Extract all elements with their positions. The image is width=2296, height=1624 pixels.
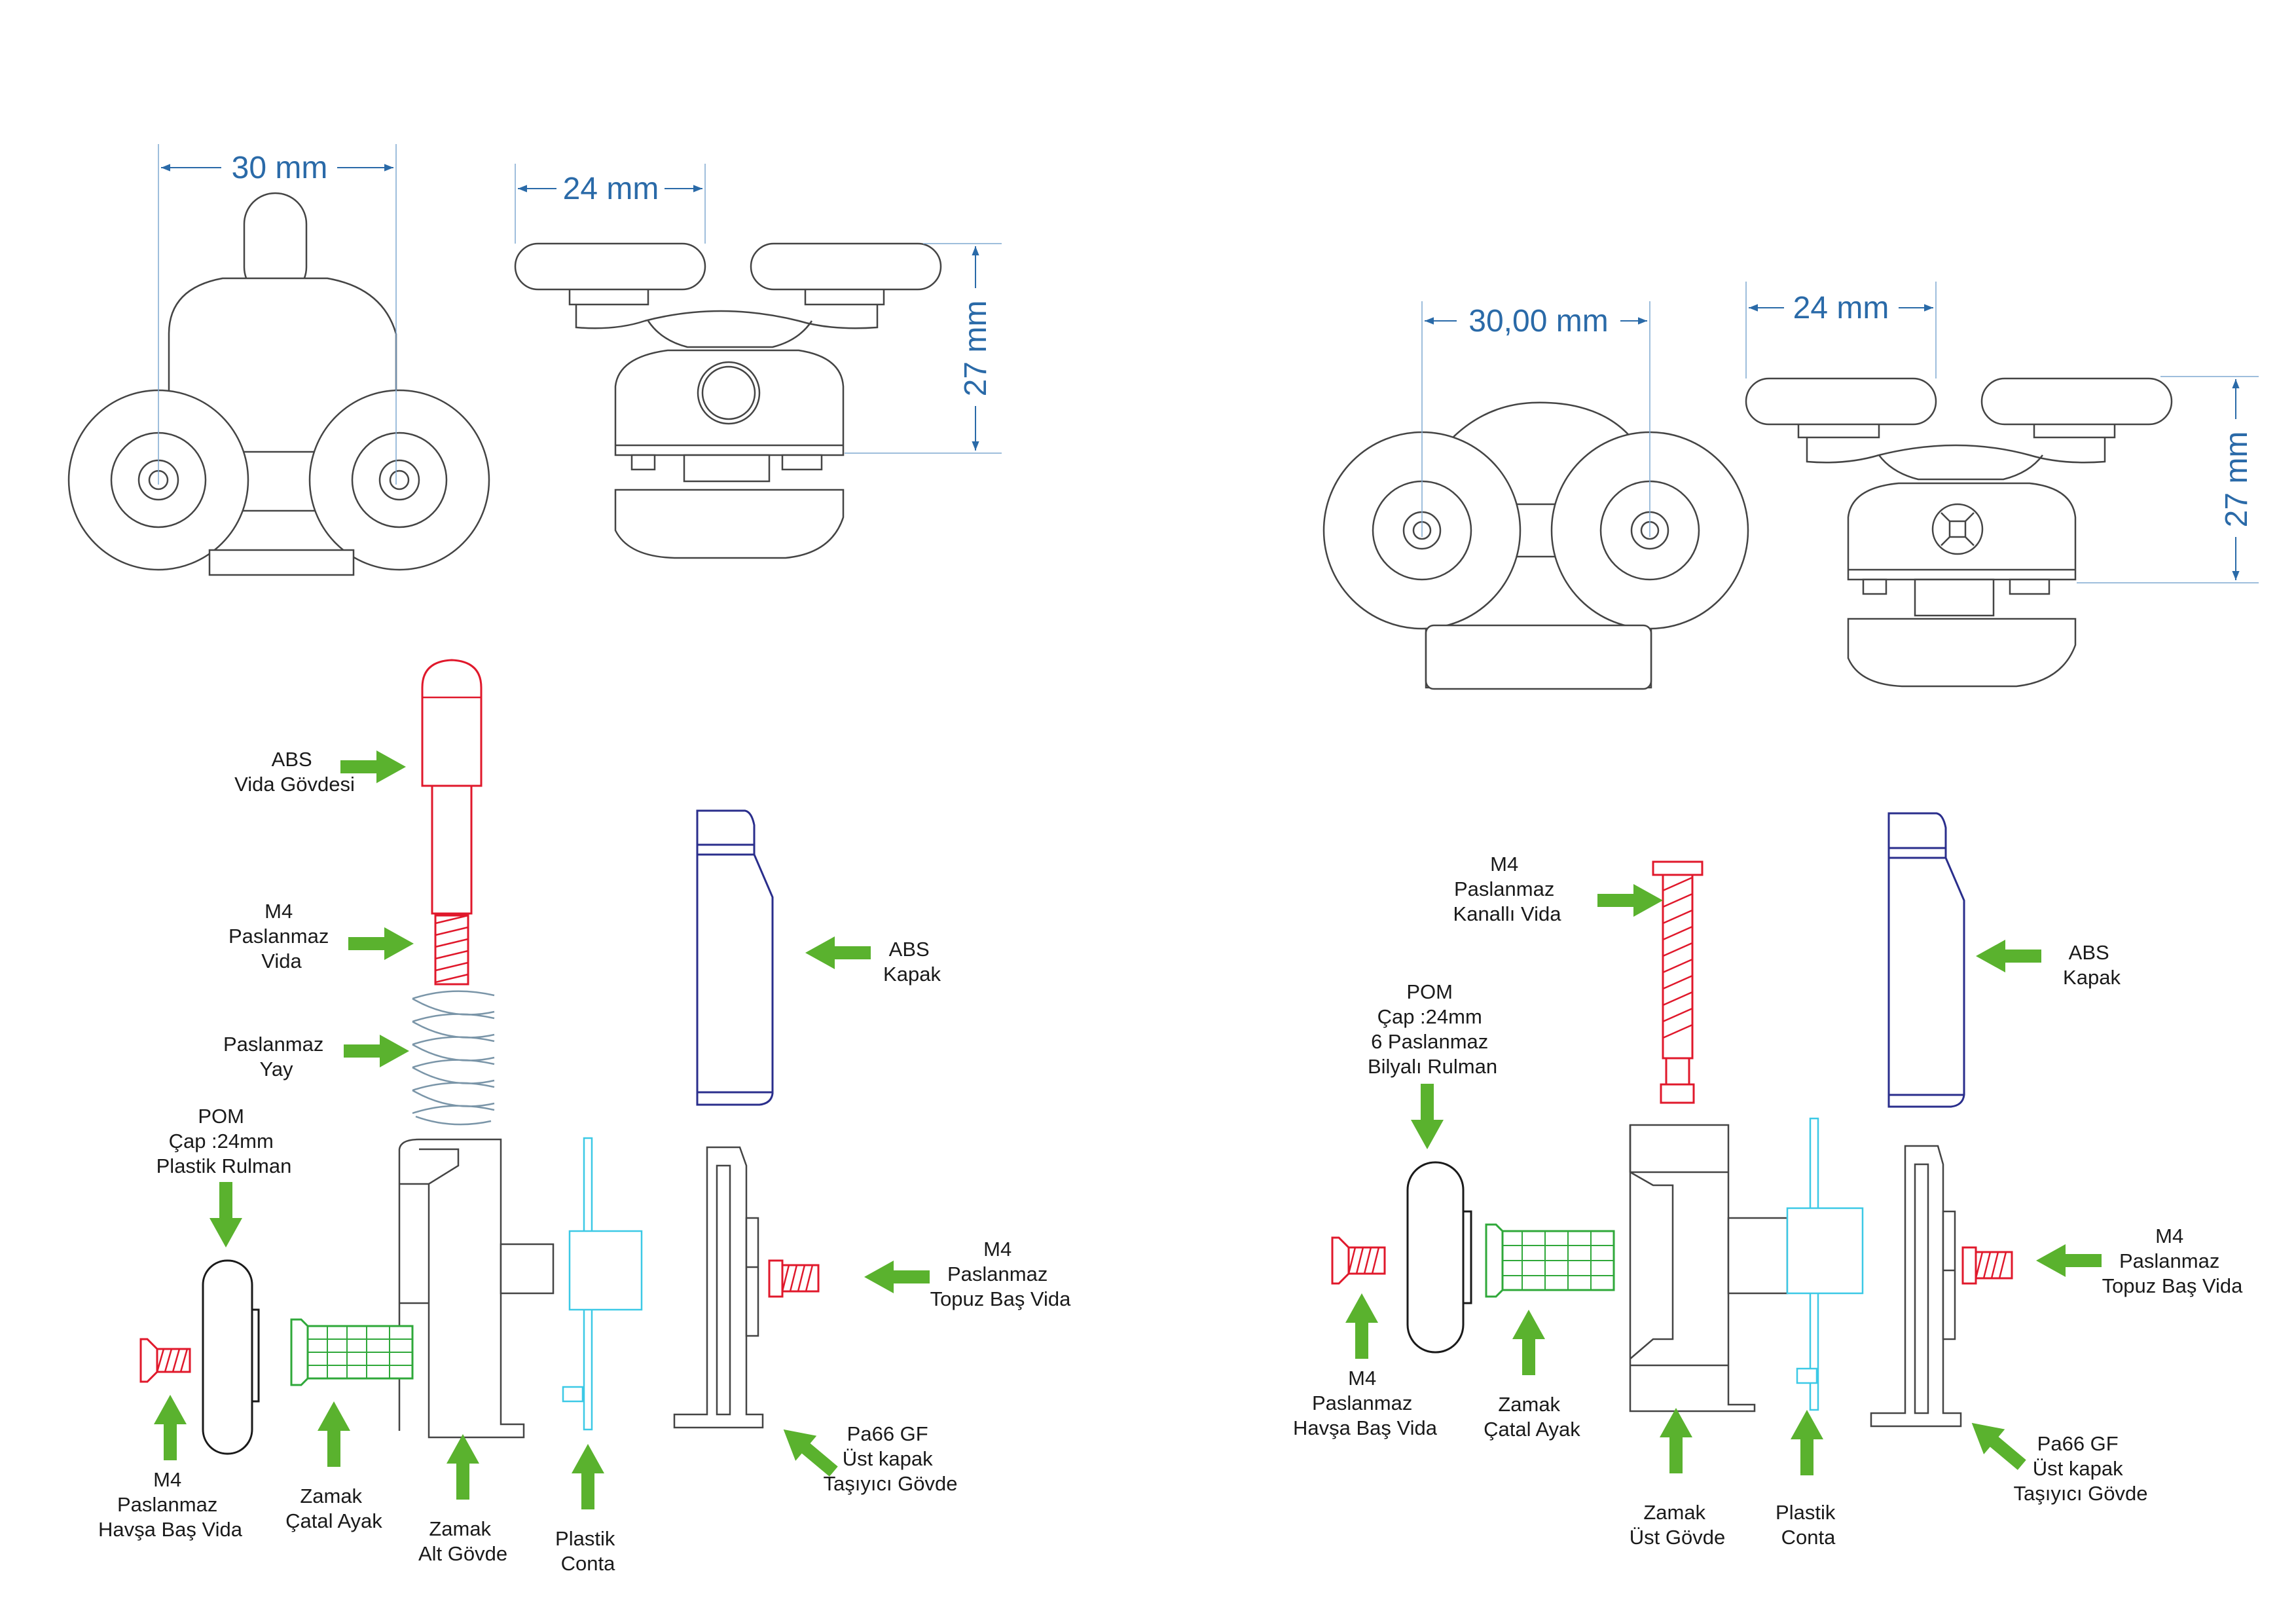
right-m4-slotted-screw <box>1652 860 1704 1104</box>
right-m4-countersunk-screw <box>1331 1236 1386 1285</box>
arrow-up-icon <box>154 1395 187 1460</box>
label-zamak-lower-body: Zamak Alt Gövde <box>418 1517 507 1565</box>
arrow-right-icon <box>348 927 414 960</box>
left-zamak-fork-foot <box>290 1318 414 1386</box>
arrow-up-icon <box>318 1401 350 1467</box>
arrow-down-icon <box>1411 1084 1444 1149</box>
left-width-dimension-text: 30 mm <box>232 151 328 185</box>
label-m4-slotted-screw: M4 Paslanmaz Kanallı Vida <box>1453 853 1562 925</box>
arrow-up-icon <box>446 1434 479 1500</box>
right-zamak-upper-body <box>1629 1124 1789 1412</box>
label-m4-knob-screw: M4 Paslanmaz Topuz Baş Vida <box>930 1238 1072 1310</box>
right-plastic-gasket <box>1786 1117 1864 1411</box>
left-front-view <box>67 192 490 576</box>
right-wheel-dimension-text: 24 mm <box>1793 291 1889 325</box>
arrow-up-icon <box>1345 1293 1378 1359</box>
left-width-dimension: 30 mm <box>158 144 397 485</box>
label-zamak-fork-foot: Zamak Çatal Ayak <box>1484 1393 1580 1441</box>
label-abs-cap: ABS Kapak <box>2063 941 2121 989</box>
right-labels: M4 Paslanmaz Kanallı Vida POM Çap :24mm … <box>1293 853 2243 1549</box>
right-abs-cap <box>1887 812 1965 1108</box>
label-abs-cap: ABS Kapak <box>883 938 941 986</box>
arrow-right-icon <box>1597 884 1663 917</box>
arrow-down-icon <box>210 1182 242 1247</box>
label-zamak-fork-foot: Zamak Çatal Ayak <box>285 1485 382 1532</box>
label-m4-countersunk-screw: M4 Paslanmaz Havşa Baş Vida <box>98 1468 243 1541</box>
left-m4-knob-screw <box>768 1259 820 1298</box>
right-side-dimensions: 24 mm 27 mm <box>1745 282 2259 583</box>
arrow-up-icon <box>1660 1408 1692 1473</box>
label-m4-knob-screw: M4 Paslanmaz Topuz Baş Vida <box>2102 1225 2244 1297</box>
right-m4-knob-screw <box>1961 1246 2013 1285</box>
label-plastic-gasket: Plastik Conta <box>1776 1501 1841 1549</box>
arrow-up-left-icon <box>1961 1410 2033 1478</box>
left-plastic-gasket <box>562 1137 643 1431</box>
right-pom-ball-bearing <box>1406 1161 1472 1354</box>
left-abs-cap <box>696 809 774 1106</box>
left-pa66-carrier <box>673 1146 764 1429</box>
label-abs-screw-body: ABS Vida Gövdesi <box>234 748 355 796</box>
label-m4-countersunk-screw: M4 Paslanmaz Havşa Baş Vida <box>1293 1367 1438 1439</box>
right-front-view <box>1322 401 1749 690</box>
left-side-view <box>514 242 942 559</box>
left-abs-screw-body <box>421 659 483 915</box>
label-pa66-carrier: Pa66 GF Üst kapak Taşıyıcı Gövde <box>823 1422 957 1495</box>
label-plastic-gasket: Plastik Conta <box>555 1527 621 1575</box>
left-m4-countersunk-screw <box>139 1338 191 1383</box>
right-exploded-view <box>1331 812 2013 1428</box>
left-m4-screw <box>434 914 469 986</box>
right-pa66-carrier <box>1870 1145 1962 1428</box>
arrow-up-icon <box>1791 1410 1823 1475</box>
left-pom-bearing <box>202 1259 260 1455</box>
arrow-left-icon <box>2036 1244 2102 1277</box>
arrow-left-icon <box>1976 940 2041 972</box>
left-exploded-view <box>139 659 820 1455</box>
left-labels: ABS Vida Gövdesi M4 Paslanmaz Vida Pasla… <box>98 748 1071 1575</box>
label-spring: Paslanmaz Yay <box>223 1033 329 1080</box>
arrow-left-icon <box>864 1261 930 1293</box>
arrow-right-icon <box>344 1035 409 1067</box>
left-spring <box>412 990 495 1126</box>
left-height-dimension-text: 27 mm <box>958 301 993 397</box>
arrow-left-icon <box>805 936 871 969</box>
label-pom-bearing: POM Çap :24mm Plastik Rulman <box>156 1105 292 1177</box>
arrow-up-icon <box>572 1444 604 1509</box>
label-m4-screw: M4 Paslanmaz Vida <box>228 900 335 972</box>
right-side-view <box>1745 377 2173 688</box>
left-zamak-lower-body <box>398 1138 555 1439</box>
left-wheel-dimension-text: 24 mm <box>563 172 659 206</box>
right-width-dimension: 30,00 mm <box>1421 301 1650 537</box>
label-pa66-carrier: Pa66 GF Üst kapak Taşıyıcı Gövde <box>2013 1432 2147 1505</box>
right-width-dimension-text: 30,00 mm <box>1468 304 1608 339</box>
right-zamak-fork-foot <box>1485 1223 1615 1298</box>
right-height-dimension-text: 27 mm <box>2219 432 2254 528</box>
label-pom-ball-bearing: POM Çap :24mm 6 Paslanmaz Bilyalı Rulman <box>1368 980 1497 1078</box>
label-zamak-upper-body: Zamak Üst Gövde <box>1630 1501 1725 1549</box>
left-side-dimensions: 24 mm 27 mm <box>515 164 1002 454</box>
arrow-up-icon <box>1512 1310 1545 1375</box>
